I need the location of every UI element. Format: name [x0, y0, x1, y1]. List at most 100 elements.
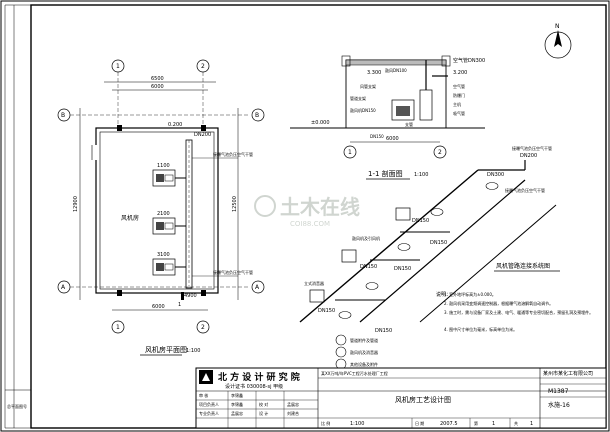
north-label: N: [555, 23, 560, 30]
plan-title: 风机房平面图: [145, 345, 187, 354]
note-2: 2. 鼓风机采用变频调速控制器，根据曝气池溶解氧自动调节。: [444, 300, 553, 306]
axis-label-b-left: B: [61, 112, 65, 119]
plan-bottom-width: 6000: [152, 304, 165, 310]
section-view: 3.300 3.200 ±0.000 空气管DN300 鼓风DN100 风管支架…: [290, 55, 485, 180]
section-label-support: 管道支架: [350, 95, 366, 101]
institute-logo: [199, 370, 213, 384]
system-dn-4: DN150: [430, 240, 447, 246]
dim-width-inner: 6000: [151, 84, 164, 90]
blower-unit-2: 2100: [152, 211, 186, 235]
notes-heading: 说明：: [436, 291, 451, 298]
blower-size-1: 1100: [157, 163, 170, 169]
watermark-en: COI88.COM: [290, 220, 330, 228]
institute-name: 北 方 设 计 研 究 院: [218, 371, 300, 383]
tb-project: 某XX万吨/年PVC工程污水处理厂工程: [321, 370, 388, 376]
dim-height-total: 12900: [73, 196, 79, 212]
section-label-host: 主机: [453, 101, 461, 107]
system-dn-7: DN150: [318, 308, 335, 314]
system-dn-5: DN150: [360, 264, 377, 270]
axis-bubble-1-bottom: [111, 320, 125, 334]
tb-drawing-no: M1387: [548, 388, 569, 395]
axis-label-2-bottom: 2: [201, 324, 205, 331]
plan-pipe-label-bottom: 接曝气池负压空气干管: [213, 269, 253, 275]
tb-date-label: 日 期: [415, 420, 424, 426]
system-dn-3: DN150: [412, 218, 429, 224]
tb-name-3: 孟展忠: [231, 410, 243, 416]
blower-size-3: 3100: [157, 252, 170, 258]
piping-system: DN200 DN300 DN150 DN150 DN150 DN150 DN15…: [299, 145, 560, 370]
tb-owner: 某州市某化工有限公司: [543, 370, 593, 377]
plan-inner-wall: [99, 131, 215, 290]
plan-outer-wall: [95, 127, 219, 294]
system-label-top-right: 接曝气池负压空气干管: [512, 145, 552, 151]
blower-unit-3: 3100: [152, 252, 186, 276]
section-silencer: [419, 89, 433, 121]
blower-unit-1: 1100: [152, 163, 186, 187]
system-label-left-1: 鼓风机及引风机: [352, 235, 380, 241]
section-label-air-pipe: 空气管DN300: [453, 57, 485, 64]
tb-role-4: 校 对: [259, 401, 268, 407]
system-label-left-2: 立式消音器: [304, 280, 324, 286]
system-blower-3: [309, 289, 325, 303]
tb-role-2: 项目负责人: [199, 401, 219, 407]
watermark-cn: 土木在线: [280, 195, 360, 219]
section-blower: [391, 99, 415, 121]
section-label-dn150: DN150: [370, 134, 384, 139]
section-axis-right: 2: [438, 149, 442, 156]
dim-height-inner: 12500: [232, 196, 238, 212]
tb-design-label: 设 计: [259, 410, 268, 416]
tb-name-4: 孟展忠: [287, 401, 299, 407]
axis-label-1-bottom: 1: [116, 324, 120, 331]
institute-cert: 设计证书 030008-sj 甲级: [225, 383, 283, 390]
plan-scale: 1:100: [186, 348, 200, 354]
section-scale: 1:100: [414, 172, 428, 178]
section-title: 1-1 剖面图: [368, 169, 403, 178]
tb-name-2: 李锦鑫: [231, 401, 243, 407]
section-dim-bottom: 6000: [386, 136, 399, 142]
tb-scale-value: 1:100: [350, 421, 364, 427]
tb-total-label: 共: [514, 420, 518, 426]
plan-bottom-dim: 4900: [184, 293, 197, 299]
tb-sheet-no: 水施-16: [548, 401, 570, 409]
section-elev-top: 3.300: [367, 70, 381, 76]
section-label-intake: 吸气管: [453, 110, 465, 116]
title-block: 北 方 设 计 研 究 院 设计证书 030008-sj 甲级 审 核 李锦鑫 …: [195, 367, 607, 429]
plan-offset-label: 0.200: [168, 122, 182, 128]
axis-bubble-b-right: [251, 108, 265, 122]
section-elev-mid: 3.200: [453, 70, 467, 76]
section-label-pipe-support: 风管支架: [360, 83, 376, 89]
axis-label-a-right: A: [255, 284, 260, 291]
section-axis-left: 1: [348, 149, 352, 156]
tb-date-value: 2007.5: [440, 421, 458, 427]
section-label-dn100: 鼓风DN100: [385, 67, 407, 73]
dim-width-total: 6500: [151, 76, 164, 82]
section-label-door: 防爆门: [453, 92, 465, 98]
section-label-air: 空气管: [453, 83, 465, 89]
plan-room-label: 风机房: [121, 214, 139, 222]
section-elev-ground: ±0.000: [311, 120, 330, 126]
tb-page-label: 第: [474, 420, 478, 426]
system-label-bottom-1: 管道附件及管道: [350, 337, 378, 343]
axis-label-2-top: 2: [201, 63, 205, 70]
axis-label-a-left: A: [61, 284, 66, 291]
system-label-bottom-3: 其他设备及附件: [350, 361, 378, 367]
north-arrow: N: [544, 23, 572, 59]
watermark: 土木在线 COI88.COM: [254, 195, 360, 228]
notes-block: 说明： 1. 室外地坪标高为±0.000。 2. 鼓风机采用变频调速控制器，根据…: [436, 291, 593, 332]
tb-role-1: 审 核: [199, 392, 208, 398]
tb-role-3: 专业负责人: [199, 410, 219, 416]
tb-page-value: 1: [492, 421, 495, 427]
system-label-mid-right: 接曝气池负压空气干管: [505, 187, 545, 193]
plan-pipe-dn: DN200: [194, 132, 211, 138]
tb-name-1: 李锦鑫: [231, 392, 243, 398]
tb-design-name: 刘建合: [287, 410, 299, 416]
system-title: 风机管路连接系统图: [496, 262, 550, 270]
blower-size-2: 2100: [157, 211, 170, 217]
system-dn-8: DN150: [375, 328, 392, 334]
system-dn-2: DN300: [487, 172, 504, 178]
note-3: 3. 施工时，需与设备厂家及土建、电气、暖通等专业密切配合，预留孔洞及预埋件。: [444, 309, 593, 315]
plan-pipe-label-right: 接曝气池负压空气干管: [213, 151, 253, 157]
tb-drawing-title: 风机房工艺设计图: [395, 395, 451, 404]
